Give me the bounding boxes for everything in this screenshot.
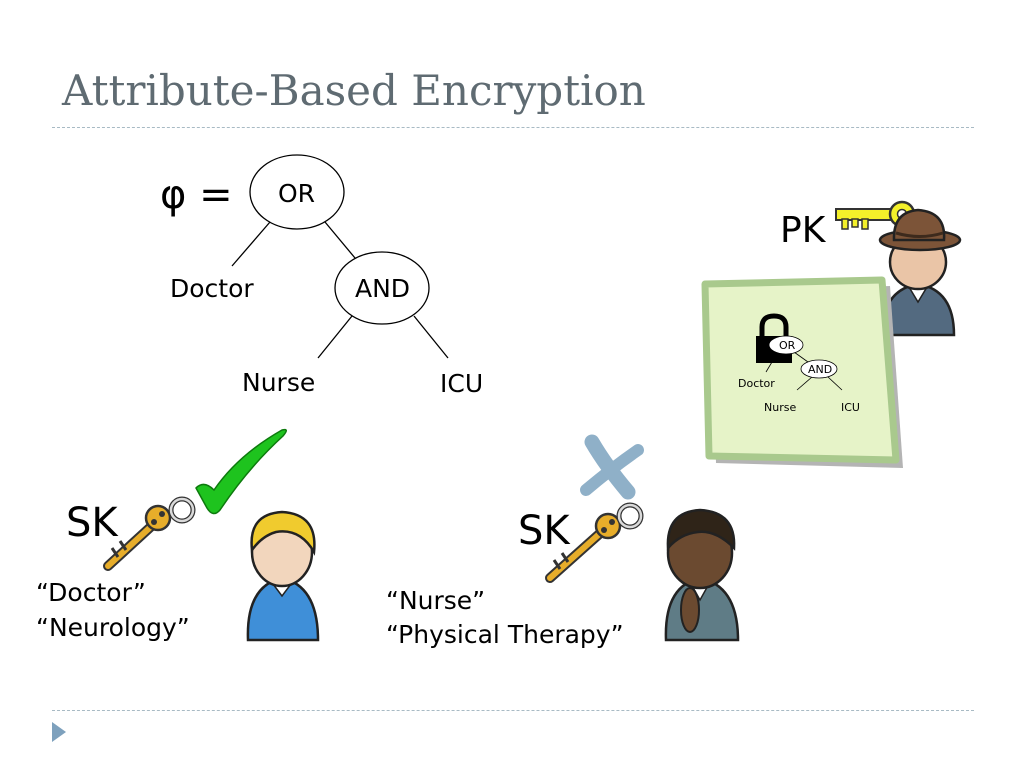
cipher-and-label: AND bbox=[808, 363, 833, 376]
user-2-attribute-1: “Nurse” bbox=[386, 586, 486, 615]
cipher-leaf-icu: ICU bbox=[841, 401, 860, 414]
footer-divider bbox=[52, 710, 974, 711]
policy-or-label: OR bbox=[278, 179, 316, 208]
cross-icon bbox=[580, 434, 644, 500]
mini-policy-tree bbox=[765, 335, 843, 391]
policy-phi-label: φ = bbox=[160, 172, 233, 218]
policy-leaf-icu: ICU bbox=[440, 369, 484, 398]
cipher-leaf-nurse: Nurse bbox=[764, 401, 797, 414]
secret-key-label-2: SK bbox=[518, 508, 570, 554]
cipher-or-label: OR bbox=[779, 339, 796, 352]
edge-and-icu bbox=[413, 315, 449, 359]
check-icon bbox=[195, 428, 287, 515]
next-slide-arrow-icon[interactable] bbox=[52, 722, 66, 742]
user-1-attribute-1: “Doctor” bbox=[36, 578, 146, 607]
nurse-person-icon bbox=[664, 508, 740, 642]
doctor-person-icon bbox=[246, 510, 320, 642]
cipher-leaf-doctor: Doctor bbox=[738, 377, 775, 390]
authority-person-icon bbox=[878, 208, 962, 337]
public-key-icon bbox=[835, 200, 916, 230]
policy-leaf-nurse: Nurse bbox=[242, 368, 316, 397]
secret-key-icon-2 bbox=[545, 502, 644, 583]
secret-key-icon-1 bbox=[103, 496, 196, 571]
edge-and-nurse bbox=[317, 315, 353, 359]
public-key-label: PK bbox=[780, 210, 826, 251]
edge-or-and bbox=[324, 221, 356, 259]
title-divider bbox=[52, 127, 974, 128]
and-node bbox=[334, 251, 430, 325]
policy-and-label: AND bbox=[355, 274, 411, 303]
user-2-attribute-2: “Physical Therapy” bbox=[386, 620, 624, 649]
policy-tree bbox=[231, 154, 449, 359]
secret-key-label-1: SK bbox=[66, 500, 118, 546]
policy-leaf-doctor: Doctor bbox=[170, 274, 254, 303]
user-1-attribute-2: “Neurology” bbox=[36, 613, 190, 642]
or-node bbox=[249, 154, 345, 230]
slide-title: Attribute-Based Encryption bbox=[62, 66, 646, 115]
ciphertext-document bbox=[701, 276, 903, 468]
edge-or-doctor bbox=[231, 221, 271, 267]
